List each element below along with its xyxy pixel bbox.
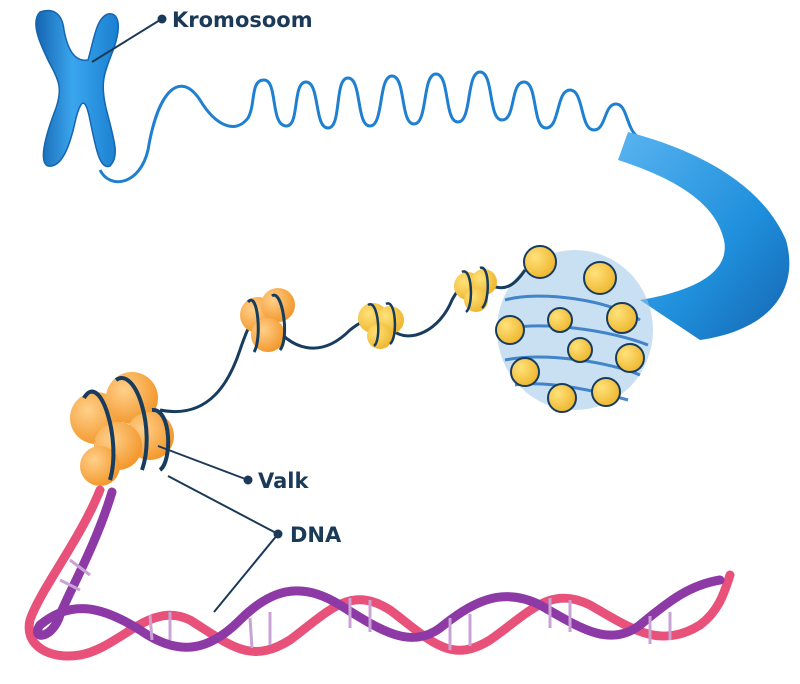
chromosome-label: Kromosoom [172, 8, 313, 32]
dna-leader-line-1 [167, 475, 279, 535]
solenoid-fiber [495, 245, 653, 413]
chromatin-thread [98, 70, 641, 184]
chromosome-shape [35, 9, 120, 168]
nucleosome-2 [358, 302, 404, 349]
histone-octamer [70, 372, 174, 486]
histone-leader-line [157, 445, 249, 481]
chromosome-leader-dot [157, 14, 167, 24]
histone-label: Valk [258, 469, 309, 493]
dna-double-helix [24, 485, 735, 661]
chromosome-leader-line [91, 19, 161, 63]
chromatin-fiber-tube [618, 132, 790, 340]
nucleosome-1 [240, 288, 295, 353]
nucleosome-3 [454, 266, 497, 313]
dna-leader-dot [273, 529, 283, 539]
histone-leader-dot [243, 475, 253, 485]
dna-label: DNA [290, 523, 342, 547]
dna-leader-line-2 [213, 533, 279, 613]
